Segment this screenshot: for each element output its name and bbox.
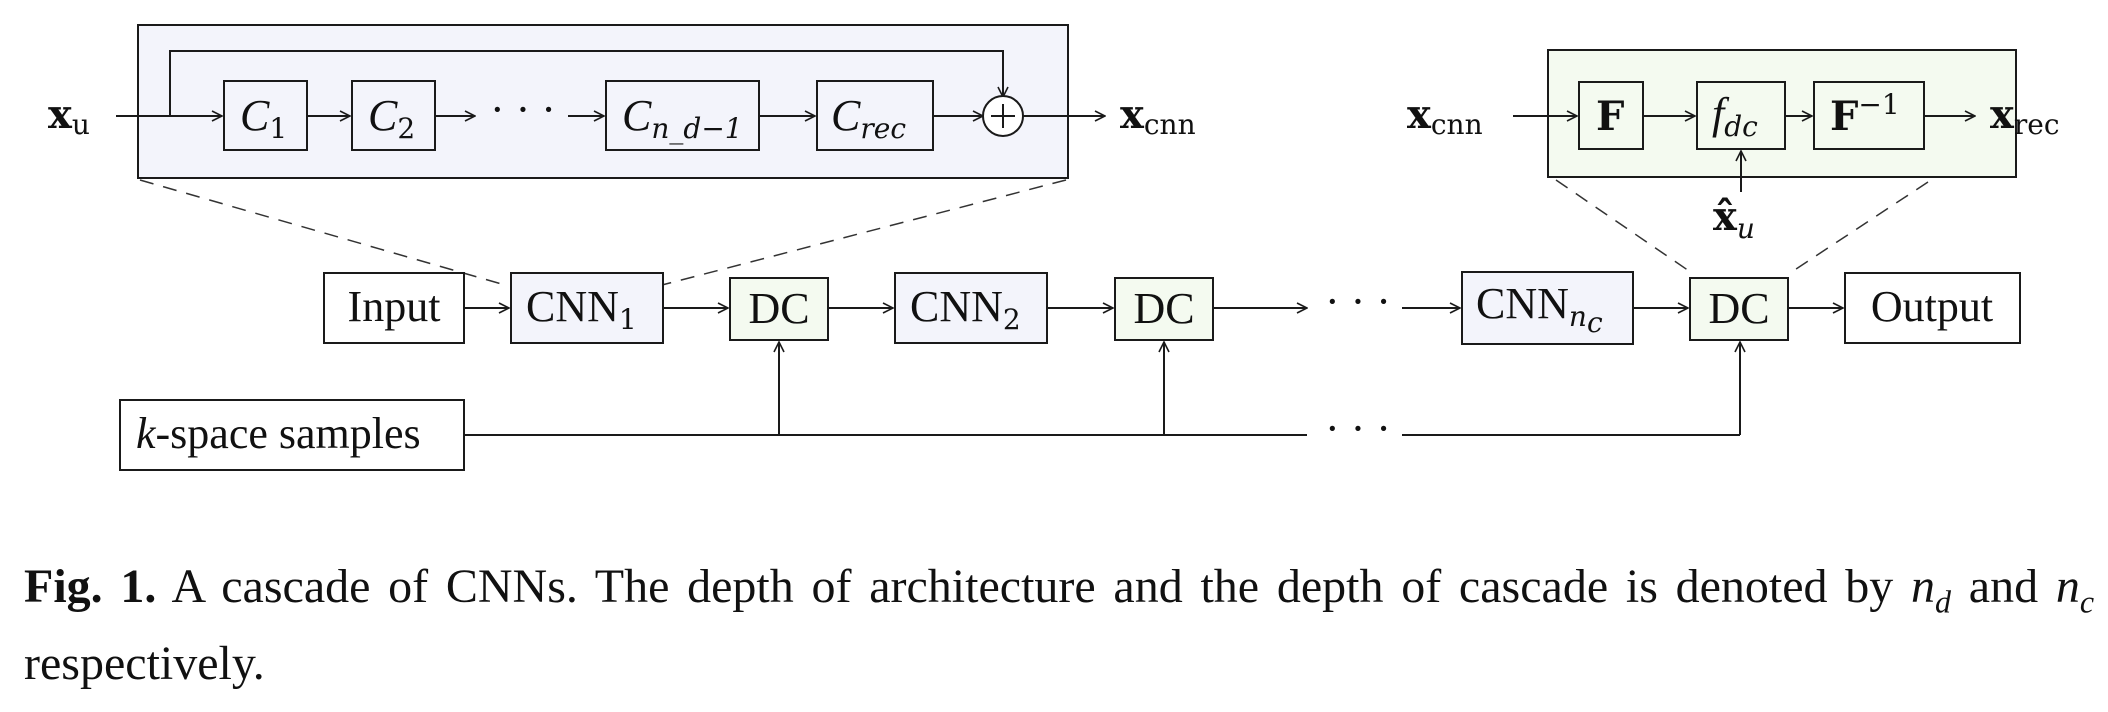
- layer-c1-label: C1: [240, 91, 287, 145]
- dc2-label: DC: [1133, 284, 1194, 333]
- figure-caption: Fig. 1. A cascade of CNNs. The depth of …: [24, 556, 2094, 695]
- skip-connection: [169, 50, 1003, 116]
- zoom-line-right-cnn: [661, 179, 1067, 286]
- layers-ellipsis: · · ·: [490, 85, 556, 134]
- zoom-line-left-cnn: [139, 179, 506, 286]
- input-box: [323, 272, 465, 344]
- kspace-ellipsis: · · ·: [1325, 404, 1391, 453]
- kspace-box: [119, 399, 465, 471]
- kspace-label: k-space samples: [136, 409, 421, 458]
- output-box: [1844, 272, 2021, 344]
- cnn1-label: CNN1: [526, 282, 637, 336]
- dc1-label: DC: [748, 284, 809, 333]
- zoom-line-left-dc: [1555, 179, 1693, 274]
- cascade-diagram: xu C1 C2 · · · Cn_d−1 Crec xcnn: [48, 24, 2060, 471]
- layer-c2-label: C2: [368, 91, 415, 145]
- dcn-label: DC: [1708, 284, 1769, 333]
- input-label: Input: [348, 282, 441, 331]
- cnnn-box: [1461, 271, 1634, 345]
- cascade-ellipsis: · · ·: [1325, 277, 1391, 326]
- inverse-fourier-box: [1813, 81, 1925, 150]
- layer-cnd-box: [605, 80, 760, 151]
- side-input-xhat-label: x̂u: [1713, 193, 1755, 245]
- inverse-fourier-label: F−1: [1830, 88, 1900, 140]
- cnn1-box: [510, 272, 664, 344]
- dc-detail-module: xcnn F fdc F−1 xrec x̂u: [1407, 49, 2060, 245]
- cnnn-label: CNNnc: [1476, 279, 1603, 339]
- cnn2-label: CNN2: [910, 282, 1021, 336]
- dc1-box: [729, 277, 829, 341]
- figure-label: Fig. 1.: [24, 560, 157, 613]
- main-cascade: Input CNN1 DC CNN2 DC · · · CNNnc DC Out…: [323, 271, 2021, 345]
- dcn-box: [1689, 277, 1789, 341]
- output-label: Output: [1871, 282, 1993, 331]
- layer-c2-box: [351, 80, 436, 151]
- layer-c1-box: [223, 80, 308, 151]
- layer-cnd-label: Cn_d−1: [622, 91, 743, 145]
- cnn2-box: [894, 272, 1048, 344]
- layer-crec-box: [816, 80, 934, 151]
- input-xcnn-label: xcnn: [1407, 91, 1483, 141]
- output-xcnn-label: xcnn: [1120, 91, 1196, 141]
- caption-var-nd: nd: [1911, 560, 1952, 620]
- input-xu-label: xu: [48, 91, 90, 141]
- zoom-line-right-dc: [1789, 181, 1929, 274]
- caption-text-2: and: [1951, 560, 2056, 613]
- fourier-label: F: [1596, 93, 1624, 140]
- caption-text-3: respectively.: [24, 636, 265, 690]
- cnn-detail-module: xu C1 C2 · · · Cn_d−1 Crec xcnn: [48, 24, 1196, 179]
- caption-var-nc: nc: [2055, 560, 2095, 620]
- layer-crec-label: Crec: [831, 91, 906, 145]
- output-xrec-label: xrec: [1990, 91, 2060, 141]
- caption-text-1: A cascade of CNNs. The depth of architec…: [156, 560, 1912, 613]
- kspace-feed: k-space samples · · ·: [119, 342, 1740, 471]
